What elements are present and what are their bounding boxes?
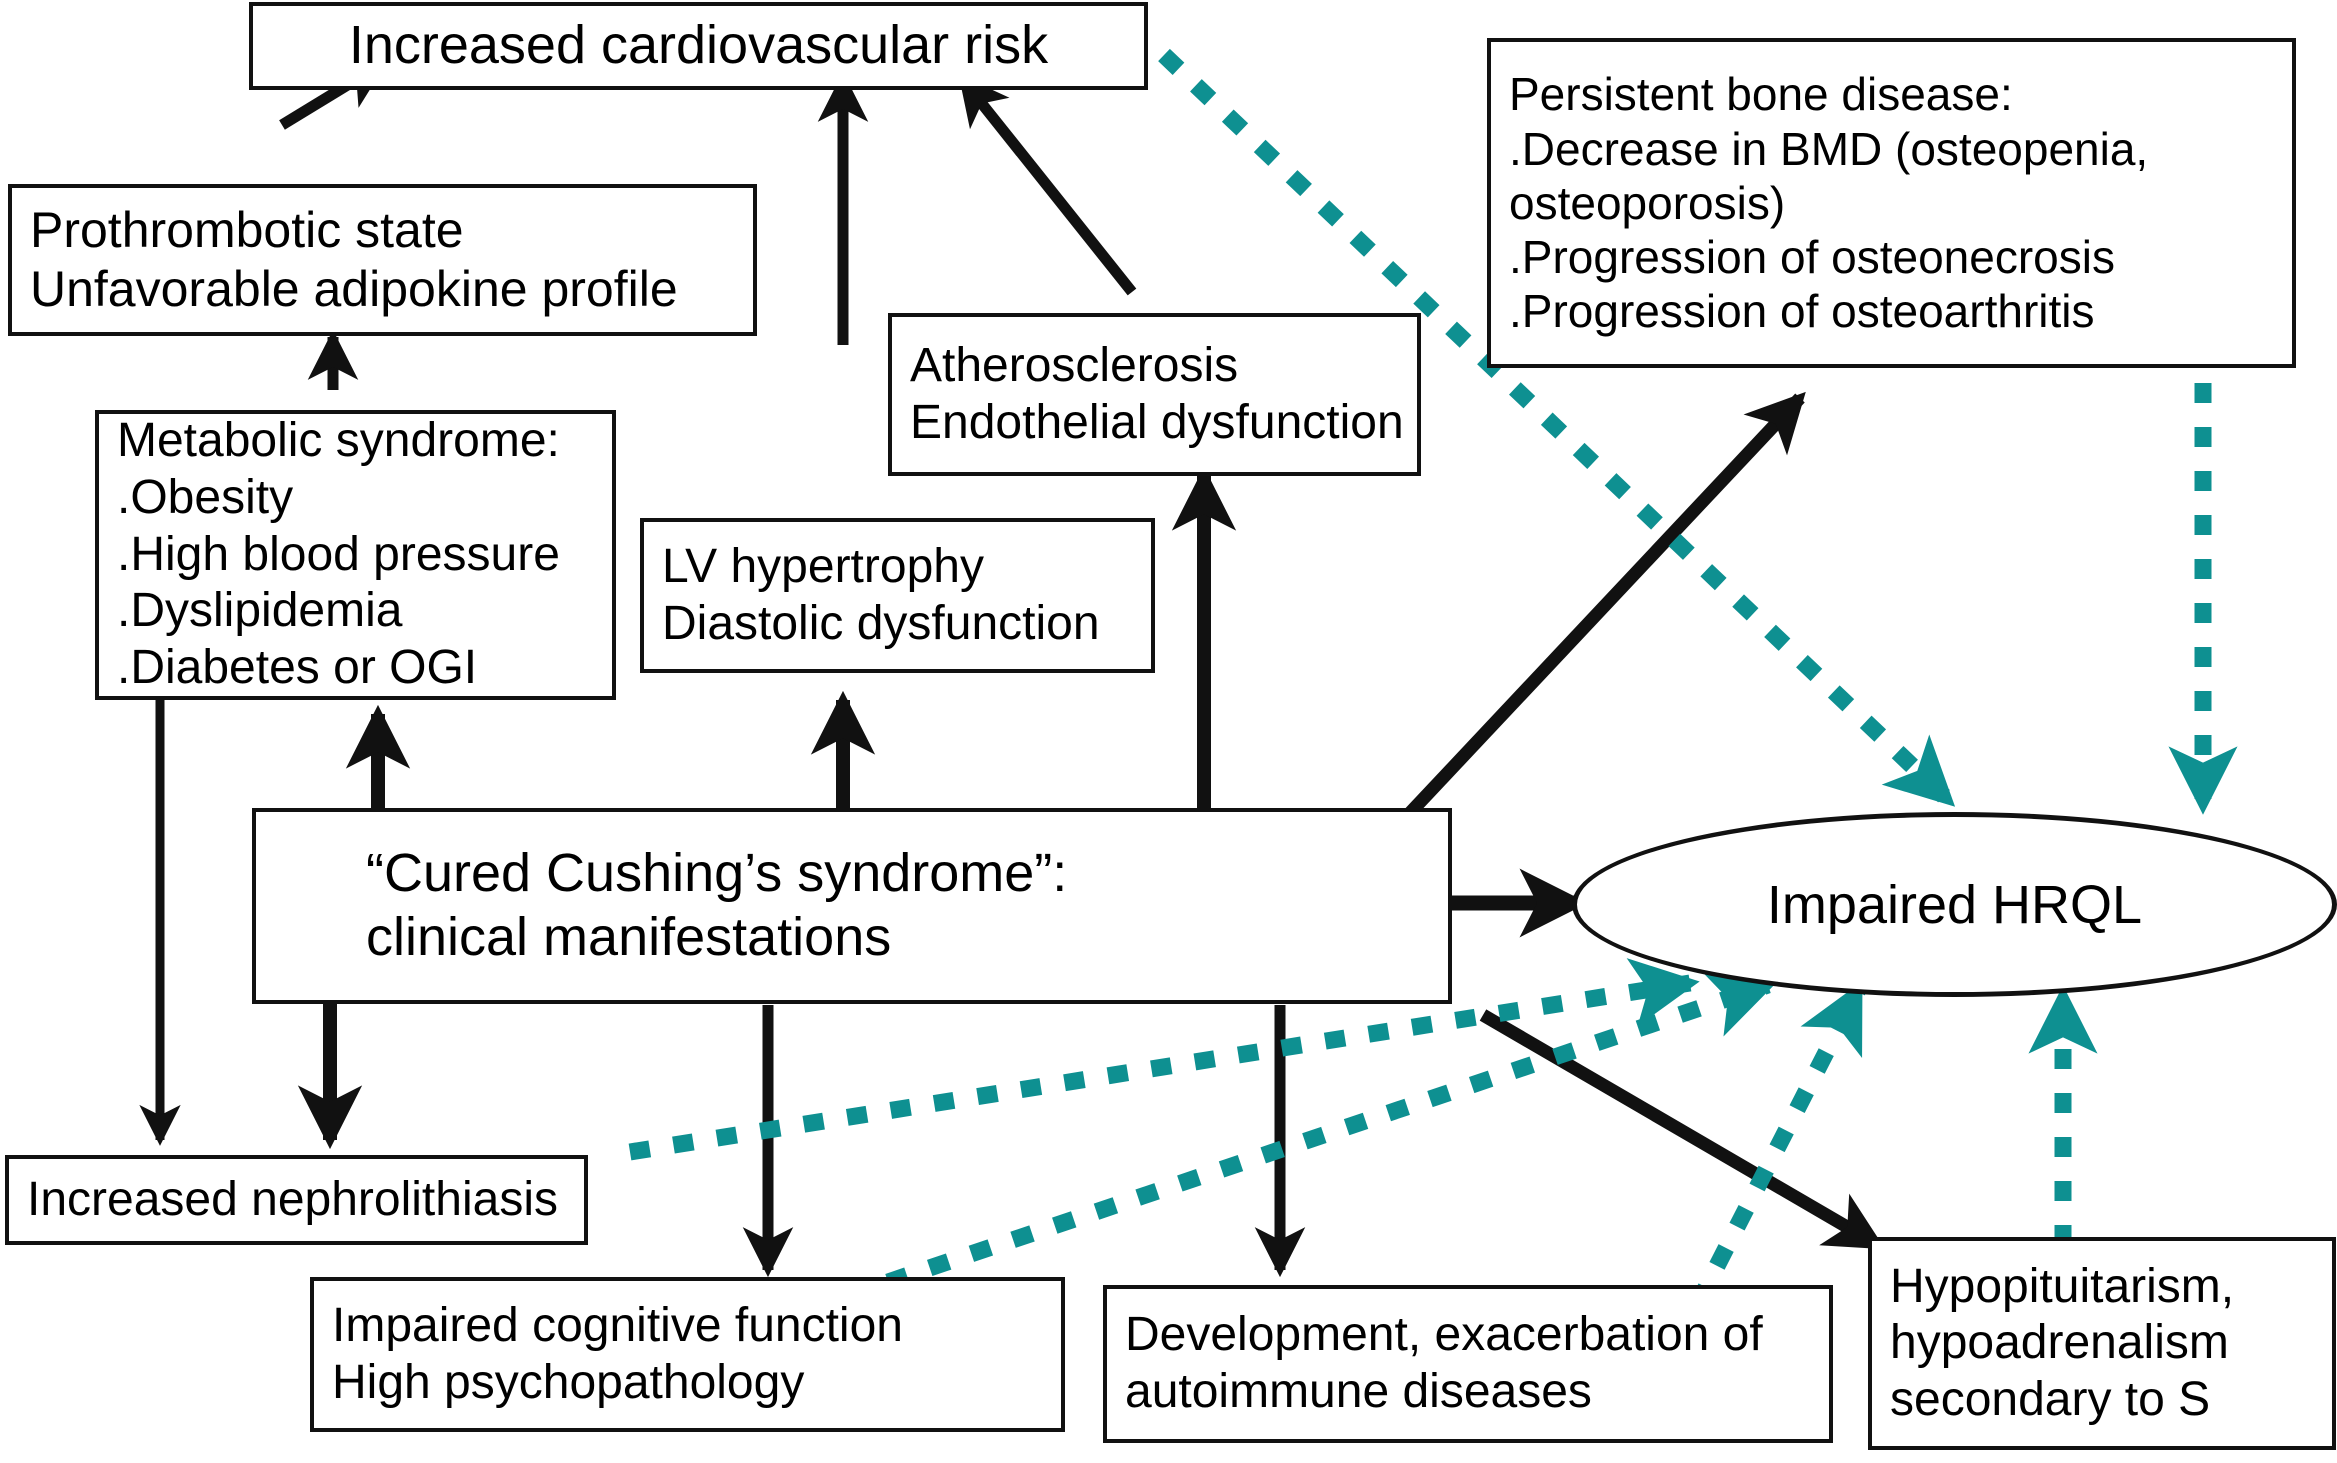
node-line: Hypopituitarism, [1890,1259,2235,1313]
node-prothrombotic-state[interactable]: Prothrombotic state Unfavorable adipokin… [8,184,757,336]
node-line: Increased cardiovascular risk [348,15,1049,76]
node-impaired-cognitive-function[interactable]: Impaired cognitive function High psychop… [310,1277,1065,1432]
node-line: .Progression of osteonecrosis [1509,231,2115,284]
dotted-arrow-cognitive-to-hrql [885,971,1778,1291]
node-label: Impaired HRQL [1766,874,2143,935]
node-line: osteoporosis) [1509,176,1786,229]
dotted-arrow-autoimmune-to-hrql [1689,981,1866,1309]
node-line: .High blood pressure [117,527,560,581]
node-persistent-bone-disease[interactable]: Persistent bone disease: .Decrease in BM… [1487,38,2296,368]
node-line: .Progression of osteoarthritis [1509,285,2095,338]
node-line: .Obesity [117,471,294,525]
node-autoimmune-diseases[interactable]: Development, exacerbation of autoimmune … [1103,1285,1833,1443]
node-line: Atherosclerosis [910,338,1239,392]
node-metabolic-syndrome[interactable]: Metabolic syndrome: .Obesity .High blood… [95,410,616,700]
node-line: clinical manifestations [366,907,892,967]
node-line: autoimmune diseases [1125,1365,1592,1418]
node-line: LV hypertrophy [662,539,984,593]
node-line: hypoadrenalism [1890,1316,2229,1370]
arrow-atherosclerosis-to-cv-risk [958,74,1137,296]
node-atherosclerosis[interactable]: Atherosclerosis Endothelial dysfunction [888,313,1421,476]
node-line: Endothelial dysfunction [910,395,1404,449]
node-line: .Dyslipidemia [117,584,403,638]
node-line: Persistent bone disease: [1509,68,2013,121]
node-line: Prothrombotic state [30,202,464,258]
node-increased-cardiovascular-risk[interactable]: Increased cardiovascular risk [249,2,1148,90]
node-line: .Diabetes or OGI [117,640,478,694]
node-line: Impaired cognitive function [332,1298,903,1352]
node-impaired-hrql[interactable]: Impaired HRQL [1572,812,2337,997]
node-line: Metabolic syndrome: [117,414,560,468]
node-hypopituitarism[interactable]: Hypopituitarism, hypoadrenalism secondar… [1868,1237,2336,1450]
node-line: Diastolic dysfunction [662,596,1100,650]
dotted-arrow-nephrolithiasis-to-hrql [628,958,1700,1161]
node-increased-nephrolithiasis[interactable]: Increased nephrolithiasis [5,1155,588,1245]
node-line: secondary to S [1890,1372,2211,1426]
node-lv-hypertrophy[interactable]: LV hypertrophy Diastolic dysfunction [640,518,1155,673]
node-line: Increased nephrolithiasis [27,1172,558,1226]
node-line: .Decrease in BMD (osteopenia, [1509,122,2149,175]
arrow-cushing-to-bone-disease [1403,391,1806,820]
node-line: High psychopathology [332,1355,805,1409]
arrow-cushing-to-hypopituitarism [1479,1009,1886,1251]
node-line: Development, exacerbation of [1125,1308,1763,1362]
node-line: “Cured Cushing’s syndrome”: [366,843,1068,904]
node-line: Unfavorable adipokine profile [30,261,678,317]
node-cured-cushings-syndrome[interactable]: “Cured Cushing’s syndrome”: clinical man… [252,808,1452,1004]
